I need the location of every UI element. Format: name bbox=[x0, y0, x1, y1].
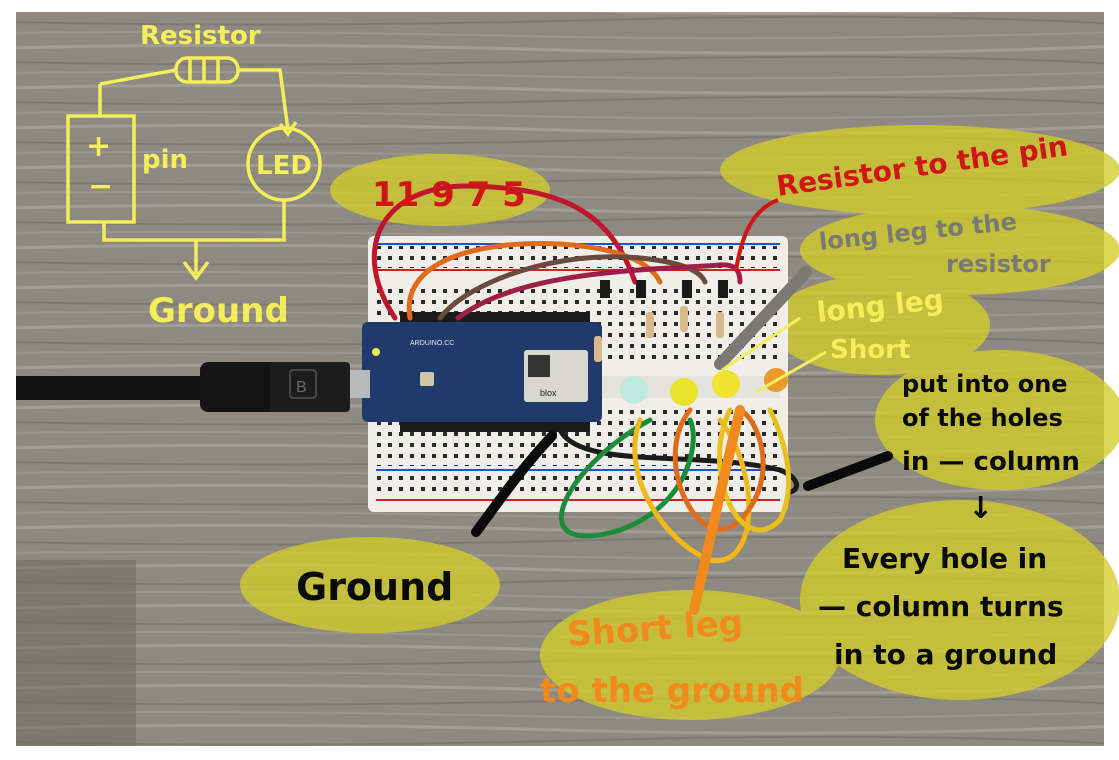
pin-numbers-label: 11 9 7 5 bbox=[372, 175, 526, 215]
long-leg-resistor-label-line2: resistor bbox=[946, 250, 1051, 278]
board-silkscreen-text: ARDUINO.CC bbox=[410, 340, 454, 347]
usb-cable: B bbox=[16, 362, 370, 412]
put-into-label-line2: of the holes bbox=[902, 404, 1063, 432]
black-column-pointer bbox=[803, 451, 893, 491]
yellow-short-pointer bbox=[755, 350, 827, 394]
black-ground-pointer bbox=[471, 431, 557, 537]
leds bbox=[620, 368, 788, 406]
schematic-ground-label: Ground bbox=[148, 291, 289, 331]
module-brand-text: blox bbox=[540, 388, 557, 398]
put-into-label-line1: put into one bbox=[902, 370, 1068, 398]
led-yellow-1 bbox=[670, 378, 698, 406]
highlights bbox=[240, 125, 1119, 720]
schematic-plus-label: + bbox=[86, 129, 111, 164]
circuit-schematic bbox=[66, 56, 322, 281]
short-leg-label-line2: to the ground bbox=[540, 671, 804, 711]
led-clear bbox=[620, 376, 648, 404]
annotation-labels: 11 9 7 5 Resistor to the pin long leg to… bbox=[296, 129, 1080, 711]
schematic-labels: Resistor + − pin LED Ground bbox=[86, 21, 312, 331]
vignette-shadow bbox=[16, 560, 136, 746]
short-label: Short bbox=[830, 335, 910, 365]
highlight-resistor-to-pin bbox=[720, 125, 1119, 215]
highlight-every-hole bbox=[800, 500, 1119, 700]
schematic-minus-label: − bbox=[88, 169, 113, 204]
down-arrow-label: ↓ bbox=[968, 491, 993, 526]
highlight-long-leg-short bbox=[770, 275, 990, 375]
schematic-led-label: LED bbox=[256, 151, 312, 181]
highlight-short-leg bbox=[540, 590, 840, 720]
orange-short-leg-pointer bbox=[689, 405, 745, 615]
every-hole-label-line1: Every hole in bbox=[842, 542, 1047, 575]
yellow-long-leg-pointer bbox=[721, 316, 801, 372]
led-yellow-2 bbox=[712, 370, 740, 398]
gray-arrow-stroke bbox=[714, 266, 812, 370]
highlight-long-leg-resistor bbox=[800, 205, 1119, 295]
highlight-ground bbox=[240, 537, 500, 633]
red-arrow-stroke bbox=[734, 198, 779, 271]
put-into-label-line3: in — column bbox=[902, 447, 1080, 477]
every-hole-label-line3: in to a ground bbox=[834, 638, 1057, 671]
pin-headers bbox=[600, 280, 728, 298]
schematic-resistor-label: Resistor bbox=[140, 21, 261, 51]
every-hole-label-line2: — column turns bbox=[818, 590, 1064, 623]
highlight-put-into bbox=[875, 350, 1119, 490]
ground-label: Ground bbox=[296, 565, 453, 609]
jumper-wires bbox=[371, 183, 799, 564]
resistors bbox=[594, 306, 724, 362]
schematic-pin-label: pin bbox=[142, 145, 188, 175]
usb-letter-text: B bbox=[296, 379, 307, 396]
arduino-nano-board: blox ARDUINO.CC bbox=[362, 312, 602, 432]
